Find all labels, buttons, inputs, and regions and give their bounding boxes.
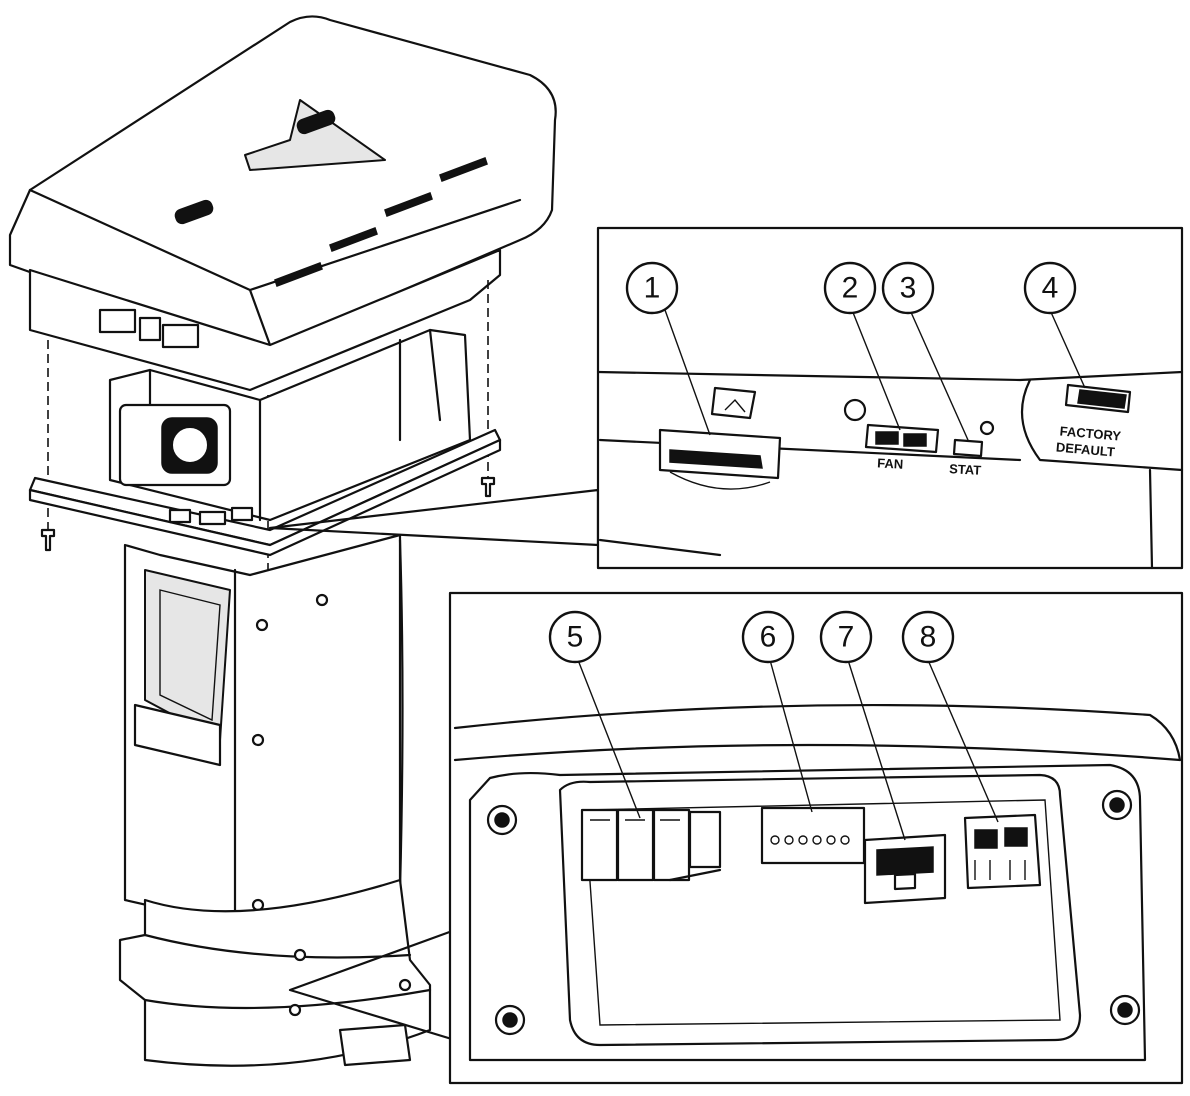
- factory-default-button: [1064, 383, 1132, 414]
- callout-2-number: 2: [842, 272, 859, 305]
- sd-card-slot: [658, 386, 782, 490]
- callout-3: 3: [881, 261, 935, 315]
- camera-inner-unit: [108, 328, 472, 522]
- network-connector: [863, 833, 947, 905]
- io-connector: [760, 806, 866, 865]
- factory-label-line1: FACTORY: [1059, 423, 1122, 443]
- corner-screws: [486, 789, 1141, 1036]
- housing-hood: [8, 15, 557, 392]
- callout-7-number: 7: [838, 621, 855, 654]
- power-connector: [963, 813, 1042, 890]
- pan-base: [118, 878, 432, 1067]
- callout-5: 5: [548, 610, 602, 664]
- callout-5-number: 5: [567, 621, 584, 654]
- factory-label-line2: DEFAULT: [1055, 439, 1115, 459]
- callout-1-number: 1: [644, 272, 661, 305]
- stat-label: STAT: [949, 461, 982, 478]
- pan-tilt-column: [123, 533, 404, 927]
- status-led: [952, 420, 995, 458]
- callout-8-number: 8: [920, 621, 937, 654]
- mounting-plate: [28, 428, 502, 557]
- callout-3-number: 3: [900, 272, 917, 305]
- callout-4: 4: [1023, 261, 1077, 315]
- callout-2: 2: [823, 261, 877, 315]
- cable-gland: [843, 398, 867, 422]
- callout-1: 1: [625, 261, 679, 315]
- callout-6-number: 6: [760, 621, 777, 654]
- callout-7: 7: [819, 610, 873, 664]
- callout-8: 8: [901, 610, 955, 664]
- callout-4-number: 4: [1042, 272, 1059, 305]
- callout-6: 6: [741, 610, 795, 664]
- callout-leaders-bottom: [577, 659, 999, 841]
- callout-leaders-top: [664, 309, 1086, 441]
- fan-label: FAN: [877, 455, 904, 471]
- fan-connector: [864, 423, 940, 454]
- terminal-block-connectors: [580, 808, 722, 882]
